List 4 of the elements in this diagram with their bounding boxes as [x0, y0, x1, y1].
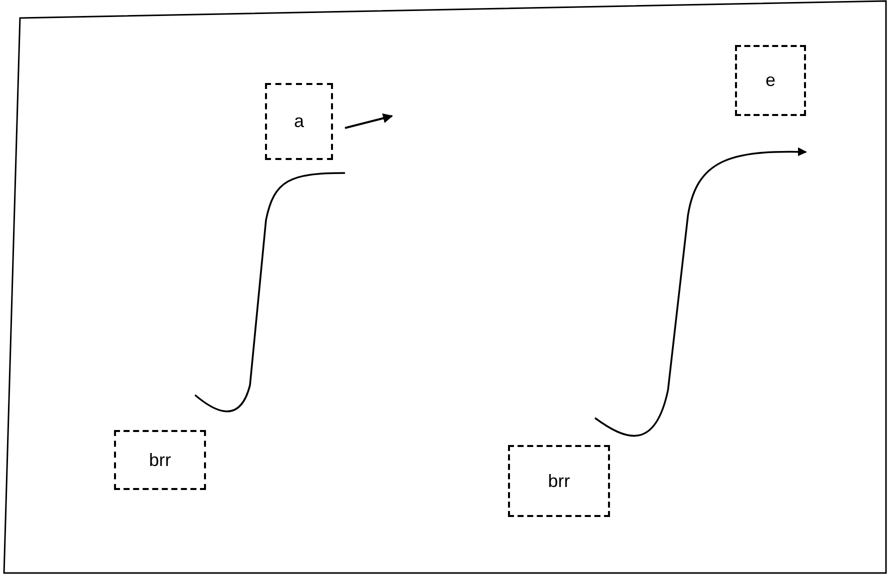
dashed-text-box: a — [265, 83, 333, 160]
dashed-text-box: brr — [114, 430, 206, 490]
dashed-text-box: e — [735, 45, 806, 116]
dashed-text-box: brr — [508, 445, 610, 517]
